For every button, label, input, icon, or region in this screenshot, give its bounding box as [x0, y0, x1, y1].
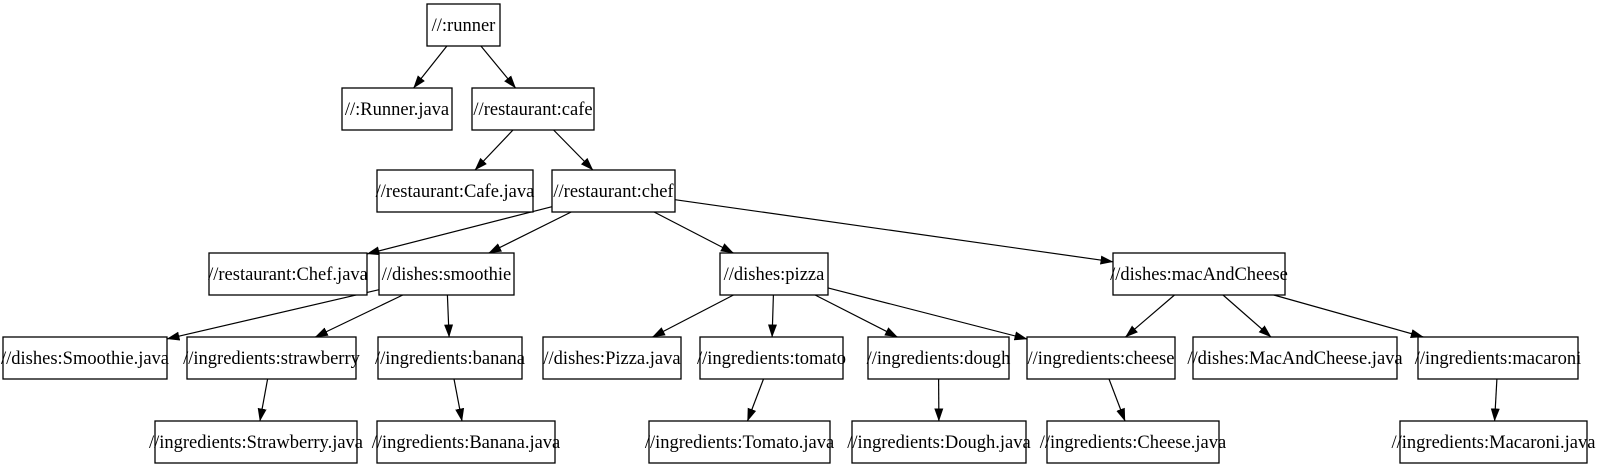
- node-label: //restaurant:chef: [553, 182, 674, 202]
- node-box: [851, 420, 1027, 464]
- node-label: //ingredients:Banana.java: [372, 433, 561, 453]
- node-box: [1192, 336, 1398, 380]
- edge-tomato-tomato_java: [746, 378, 765, 422]
- node-label: //:Runner.java: [345, 100, 449, 120]
- node-box: [648, 420, 831, 464]
- graph-node-macandcheese: //dishes:macAndCheese: [1110, 252, 1288, 296]
- node-label: //ingredients:macaroni: [1415, 349, 1581, 369]
- graph-node-runner_java: //:Runner.java: [341, 87, 453, 131]
- node-label: //restaurant:Cafe.java: [376, 182, 535, 202]
- node-box: [2, 336, 168, 380]
- edge-chef-smoothie: [488, 211, 572, 254]
- node-label: //restaurant:Chef.java: [208, 265, 368, 285]
- edge-pizza-dough: [814, 294, 898, 338]
- edge-chef-pizza: [653, 211, 734, 254]
- graph-node-strawberry_java: //ingredients:Strawberry.java: [149, 420, 363, 464]
- edge-smoothie-strawberry: [314, 294, 404, 338]
- edge-runner-runner_java: [413, 45, 448, 89]
- node-box: [1046, 420, 1220, 464]
- graph-node-pizza_java: //dishes:Pizza.java: [542, 336, 682, 380]
- graph-node-dough: //ingredients:dough: [867, 336, 1011, 380]
- node-label: //ingredients:Dough.java: [847, 433, 1030, 453]
- graph-node-cheese: //ingredients:cheese: [1026, 336, 1176, 380]
- node-box: [1112, 252, 1286, 296]
- node-label: //ingredients:strawberry: [183, 349, 360, 369]
- graph-node-chef: //restaurant:chef: [551, 169, 676, 213]
- node-label: //dishes:macAndCheese: [1110, 265, 1288, 285]
- graph-node-smoothie: //dishes:smoothie: [378, 252, 515, 296]
- graph-node-macaroni: //ingredients:macaroni: [1415, 336, 1581, 380]
- node-label: //dishes:Smoothie.java: [1, 349, 169, 369]
- graph-node-banana_java: //ingredients:Banana.java: [372, 420, 561, 464]
- node-box: [208, 252, 368, 296]
- edge-cafe-cafe_java: [474, 129, 514, 171]
- edge-macandcheese-macandcheese_java: [1222, 294, 1272, 338]
- edge-chef-chef_java: [366, 206, 553, 256]
- node-label: //dishes:pizza: [724, 265, 825, 285]
- node-box: [154, 420, 358, 464]
- graph-node-macandcheese_java: //dishes:MacAndCheese.java: [1187, 336, 1403, 380]
- graph-node-tomato: //ingredients:tomato: [697, 336, 846, 380]
- node-box: [867, 336, 1010, 380]
- node-label: //ingredients:Strawberry.java: [149, 433, 363, 453]
- node-label: //ingredients:banana: [375, 349, 525, 369]
- node-label: //dishes:smoothie: [382, 265, 512, 285]
- graph-node-pizza: //dishes:pizza: [719, 252, 829, 296]
- nodes-layer: //:runner //:Runner.java //restaurant:cafe…: [1, 3, 1596, 464]
- graph-node-cheese_java: //ingredients:Cheese.java: [1040, 420, 1226, 464]
- graph-node-banana: //ingredients:banana: [375, 336, 525, 380]
- graph-node-cafe_java: //restaurant:Cafe.java: [376, 169, 535, 213]
- node-box: [1417, 336, 1579, 380]
- node-box: [377, 336, 523, 380]
- node-box: [471, 87, 595, 131]
- edge-macaroni-macaroni_java: [1490, 378, 1500, 422]
- node-label: //ingredients:Cheese.java: [1040, 433, 1226, 453]
- edge-banana-banana_java: [453, 378, 465, 422]
- node-label: //:runner: [432, 16, 496, 36]
- node-label: //restaurant:cafe: [473, 100, 592, 120]
- edge-macandcheese-cheese: [1125, 294, 1175, 338]
- node-label: //ingredients:tomato: [697, 349, 846, 369]
- node-box: [341, 87, 453, 131]
- node-label: //ingredients:Tomato.java: [645, 433, 834, 453]
- graph-node-strawberry: //ingredients:strawberry: [183, 336, 361, 380]
- edge-macandcheese-macaroni: [1273, 294, 1424, 338]
- graph-node-cafe: //restaurant:cafe: [471, 87, 595, 131]
- node-box: [542, 336, 682, 380]
- node-box: [378, 252, 515, 296]
- edge-strawberry-strawberry_java: [257, 378, 269, 422]
- node-label: //dishes:Pizza.java: [543, 349, 680, 369]
- node-label: //ingredients:Macaroni.java: [1392, 433, 1596, 453]
- graph-node-tomato_java: //ingredients:Tomato.java: [645, 420, 834, 464]
- node-box: [719, 252, 829, 296]
- node-box: [1026, 336, 1176, 380]
- edge-smoothie-banana: [444, 294, 454, 338]
- graph-node-chef_java: //restaurant:Chef.java: [208, 252, 368, 296]
- graph-node-macaroni_java: //ingredients:Macaroni.java: [1392, 420, 1596, 464]
- node-box: [186, 336, 357, 380]
- edge-chef-macandcheese: [674, 199, 1114, 265]
- edge-pizza-cheese: [827, 287, 1028, 341]
- graph-node-smoothie_java: //dishes:Smoothie.java: [1, 336, 169, 380]
- node-box: [699, 336, 844, 380]
- edge-cafe-chef: [553, 129, 594, 171]
- node-label: //dishes:MacAndCheese.java: [1187, 349, 1402, 369]
- node-box: [376, 420, 556, 464]
- edges-layer: [166, 45, 1500, 422]
- node-box: [376, 169, 534, 213]
- edge-pizza-pizza_java: [652, 294, 734, 338]
- edge-runner-cafe: [480, 45, 517, 89]
- edge-cheese-cheese_java: [1108, 378, 1126, 422]
- node-label: //ingredients:cheese: [1028, 349, 1175, 369]
- node-box: [426, 3, 501, 47]
- graph-node-dough_java: //ingredients:Dough.java: [847, 420, 1031, 464]
- graph-node-runner: //:runner: [426, 3, 501, 47]
- node-box: [551, 169, 676, 213]
- node-label: //ingredients:dough: [867, 349, 1011, 369]
- node-box: [1399, 420, 1588, 464]
- edge-pizza-tomato: [767, 294, 777, 338]
- edge-smoothie-smoothie_java: [166, 289, 380, 341]
